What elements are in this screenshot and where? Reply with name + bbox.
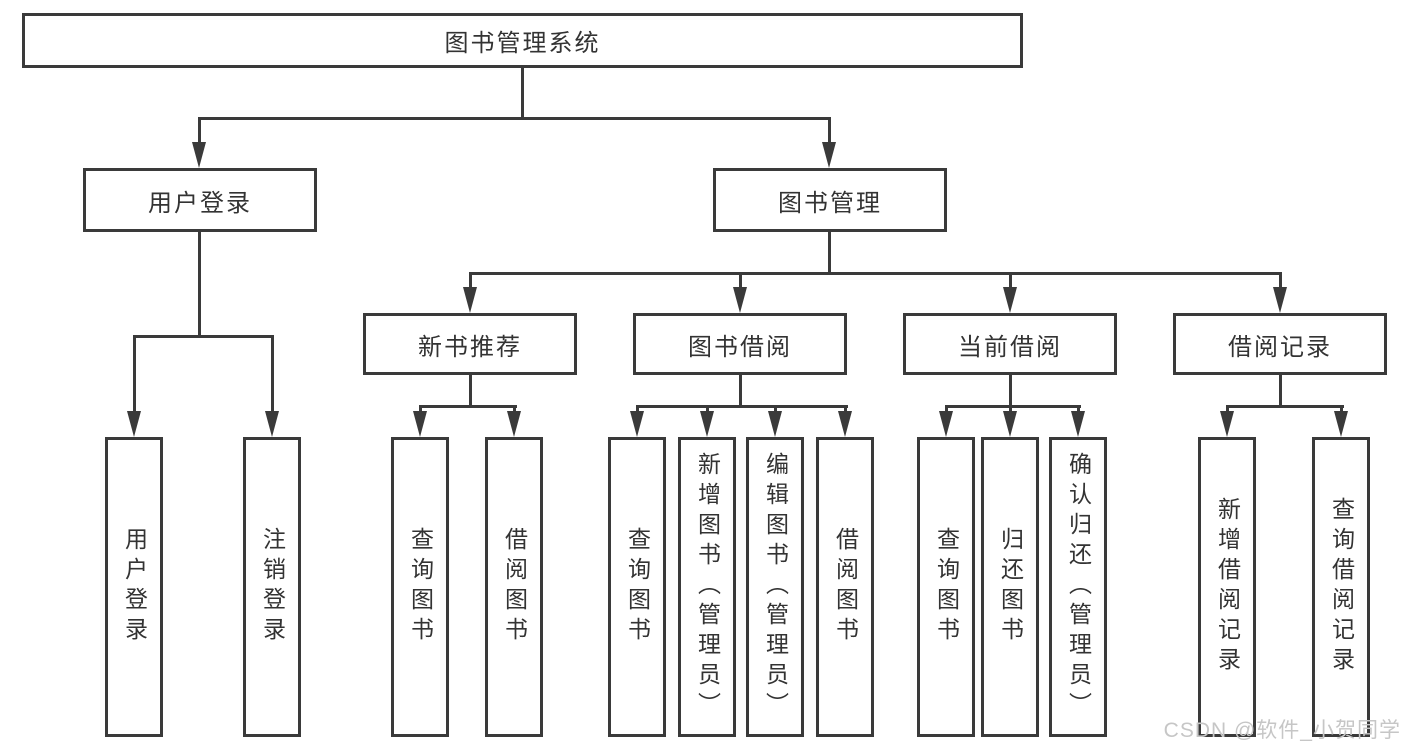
connector-line [1226,405,1229,415]
leaf-borrow-books-recommend: 借阅图书 [485,437,543,737]
connector-line [1279,375,1282,408]
leaf-confirm-return-admin: 确认归还（管理员） [1049,437,1107,737]
connector-line [198,232,201,336]
connector-line [133,335,274,338]
connector-line [1077,405,1080,415]
arrowhead-down-icon [939,411,953,437]
arrowhead-down-icon [700,411,714,437]
leaf-query-books-current: 查询图书 [917,437,975,737]
connector-line [844,405,847,415]
connector-line [739,375,742,408]
connector-line [419,405,422,415]
arrowhead-down-icon [733,287,747,313]
arrowhead-down-icon [127,411,141,437]
leaf-edit-books-admin: 编辑图书（管理员） [746,437,804,737]
arrowhead-down-icon [192,142,206,168]
connector-line [419,405,517,408]
connector-line [1009,375,1012,408]
arrowhead-down-icon [1003,411,1017,437]
connector-line [706,405,709,415]
leaf-query-books-borrowing: 查询图书 [608,437,666,737]
node-library-management-system: 图书管理系统 [22,13,1023,68]
connector-line [945,405,1081,408]
arrowhead-down-icon [265,411,279,437]
node-book-management-branch: 图书管理 [713,168,947,232]
connector-line [774,405,777,415]
connector-line [739,272,742,291]
connector-line [828,232,831,274]
arrowhead-down-icon [1071,411,1085,437]
connector-line [636,405,639,415]
connector-line [1009,405,1012,415]
connector-line [469,272,1282,275]
node-new-book-recommendation: 新书推荐 [363,313,577,375]
node-current-borrowing: 当前借阅 [903,313,1117,375]
leaf-return-books: 归还图书 [981,437,1039,737]
leaf-query-borrow-record: 查询借阅记录 [1312,437,1370,737]
connector-line [1279,272,1282,291]
leaf-add-borrow-record: 新增借阅记录 [1198,437,1256,737]
arrowhead-down-icon [1273,287,1287,313]
leaf-add-books-admin: 新增图书（管理员） [678,437,736,737]
arrowhead-down-icon [507,411,521,437]
leaf-logout: 注销登录 [243,437,301,737]
arrowhead-down-icon [463,287,477,313]
arrowhead-down-icon [1220,411,1234,437]
connector-line [1340,405,1343,415]
csdn-watermark: CSDN @软件_小贺同学 [1163,719,1401,742]
arrowhead-down-icon [413,411,427,437]
connector-line [521,68,524,118]
connector-line [1226,405,1344,408]
connector-line [636,405,848,408]
node-user-login-branch: 用户登录 [83,168,317,232]
connector-line [513,405,516,415]
connector-line [469,272,472,291]
connector-line [828,117,831,147]
leaf-query-books-recommend: 查询图书 [391,437,449,737]
node-book-borrowing: 图书借阅 [633,313,847,375]
arrowhead-down-icon [1003,287,1017,313]
connector-line [945,405,948,415]
arrowhead-down-icon [630,411,644,437]
connector-line [198,117,201,147]
connector-line [1009,272,1012,291]
arrowhead-down-icon [822,142,836,168]
connector-line [469,375,472,408]
connector-line [271,335,274,413]
arrowhead-down-icon [768,411,782,437]
leaf-borrow-books-borrowing: 借阅图书 [816,437,874,737]
arrowhead-down-icon [1334,411,1348,437]
arrowhead-down-icon [838,411,852,437]
connector-line [198,117,831,120]
connector-line [133,335,136,413]
node-borrowing-records: 借阅记录 [1173,313,1387,375]
leaf-user-login: 用户登录 [105,437,163,737]
